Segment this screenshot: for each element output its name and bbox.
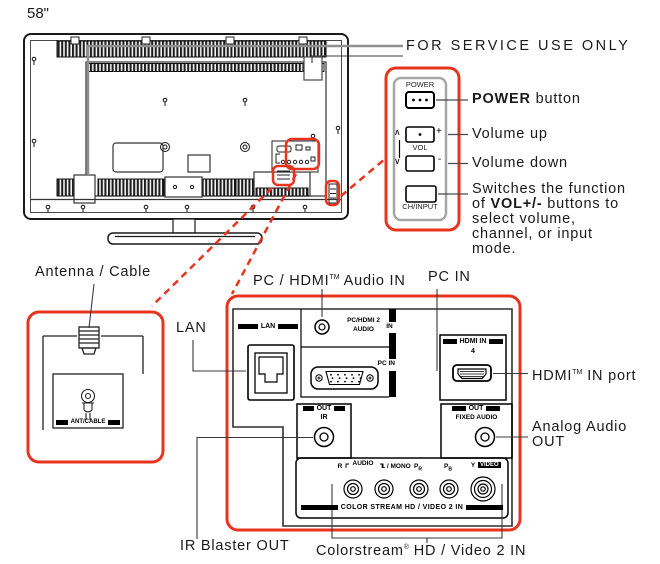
jack-pb-label: PB bbox=[444, 463, 452, 473]
out-fixed-tag: OUT bbox=[452, 405, 500, 412]
volume-up-callout: Volume up bbox=[472, 126, 548, 142]
antenna-detail-box bbox=[26, 310, 165, 464]
volume-down-callout: Volume down bbox=[472, 155, 568, 171]
hdmi-4-label: 4 bbox=[471, 348, 475, 355]
audio-in-jack bbox=[314, 319, 330, 335]
fixed-audio-label: FIXED AUDIO bbox=[455, 414, 498, 421]
rca-jack-pr bbox=[409, 479, 429, 499]
video-jack bbox=[470, 476, 496, 502]
ir-out-jack bbox=[313, 426, 335, 448]
service-label-sticker bbox=[303, 56, 323, 81]
jack-video-label: VIDEO bbox=[478, 462, 501, 468]
power-key-label: POWER bbox=[405, 80, 435, 89]
out-ir-tag: OUT bbox=[303, 405, 345, 412]
rca-jack-pb bbox=[439, 479, 459, 499]
ch-input-button bbox=[405, 185, 437, 203]
antenna-cable-callout: Antenna / Cable bbox=[35, 264, 151, 280]
jack-pr-label: PR bbox=[414, 463, 422, 473]
in-label: IN bbox=[386, 323, 393, 330]
antenna-leader-line bbox=[88, 283, 95, 329]
hdmi-in-port-callout: HDMITM IN port bbox=[532, 367, 637, 384]
label-leader-lines bbox=[192, 289, 528, 543]
vga-port bbox=[310, 366, 379, 390]
ant-cable-port-icon bbox=[80, 388, 96, 420]
analog-audio-callout: Analog Audio OUT bbox=[532, 419, 628, 450]
service-port-cover bbox=[73, 174, 96, 204]
vol-key-label: VOL bbox=[412, 143, 428, 152]
plus-symbol: + bbox=[436, 126, 442, 137]
top-vent-grille bbox=[56, 40, 327, 58]
jack-r-label: R bbox=[337, 463, 343, 470]
colorstream-tag: COLOR STREAM HD / VIDEO 2 IN bbox=[301, 504, 503, 511]
rca-jack-l-mono bbox=[374, 479, 394, 499]
minus-symbol: - bbox=[438, 154, 442, 165]
ir-blaster-callout: IR Blaster OUT bbox=[180, 538, 290, 554]
control-panel-detail bbox=[384, 66, 468, 232]
side-control-strip bbox=[328, 183, 338, 204]
highlight-boxes bbox=[151, 137, 387, 307]
pc-in-callout: PC IN bbox=[428, 269, 471, 285]
service-leader-line-thick bbox=[86, 44, 403, 176]
rear-connector-cluster bbox=[271, 140, 319, 180]
jack-y-label: Y bbox=[470, 462, 476, 469]
audio-label: AUDIO bbox=[353, 326, 374, 333]
chevron-up-icon: ∧ bbox=[394, 127, 401, 137]
jack-audio-label: AUDIO bbox=[352, 460, 374, 467]
ch-input-callout: Switches the function of VOL+/- buttons … bbox=[472, 181, 626, 257]
lan-port bbox=[247, 344, 295, 401]
service-use-label: FOR SERVICE USE ONLY bbox=[406, 38, 631, 54]
jack-l-mono-label: L / MONO bbox=[381, 463, 411, 470]
volume-down-button bbox=[405, 155, 435, 172]
coax-connector-icon bbox=[78, 326, 100, 355]
chevron-down-icon: ∨ bbox=[394, 156, 401, 166]
hdmi-port bbox=[452, 364, 492, 382]
ch-input-key-label: CH/INPUT bbox=[402, 202, 438, 211]
pc-in-label: PC IN bbox=[377, 360, 395, 367]
connector-panel-box bbox=[225, 294, 522, 532]
dashed-connector-lines bbox=[151, 157, 387, 307]
hdmi-in-tag: HDMI IN bbox=[443, 338, 503, 345]
tv-stand bbox=[107, 218, 263, 245]
service-leader-line-thin bbox=[311, 55, 403, 63]
power-button-callout: POWER button bbox=[472, 91, 581, 107]
tv-back-drawing bbox=[23, 33, 349, 245]
pc-hdmi-audio-callout: PC / HDMITM Audio IN bbox=[253, 272, 406, 289]
colorstream-callout: Colorstream® HD / Video 2 IN bbox=[316, 542, 527, 559]
screen-size-label: 58" bbox=[27, 5, 50, 22]
ir-label: IR bbox=[320, 414, 328, 421]
stand-mount-box bbox=[164, 176, 203, 198]
lan-callout: LAN bbox=[176, 320, 207, 336]
pc-hdmi2-label: PC/HDMI 2 bbox=[347, 317, 380, 324]
ant-cable-tag: ANT/CABLE bbox=[56, 419, 121, 426]
rca-jack-r bbox=[343, 479, 363, 499]
lan-tag: LAN bbox=[238, 323, 299, 330]
fixed-audio-out-jack bbox=[474, 426, 496, 448]
